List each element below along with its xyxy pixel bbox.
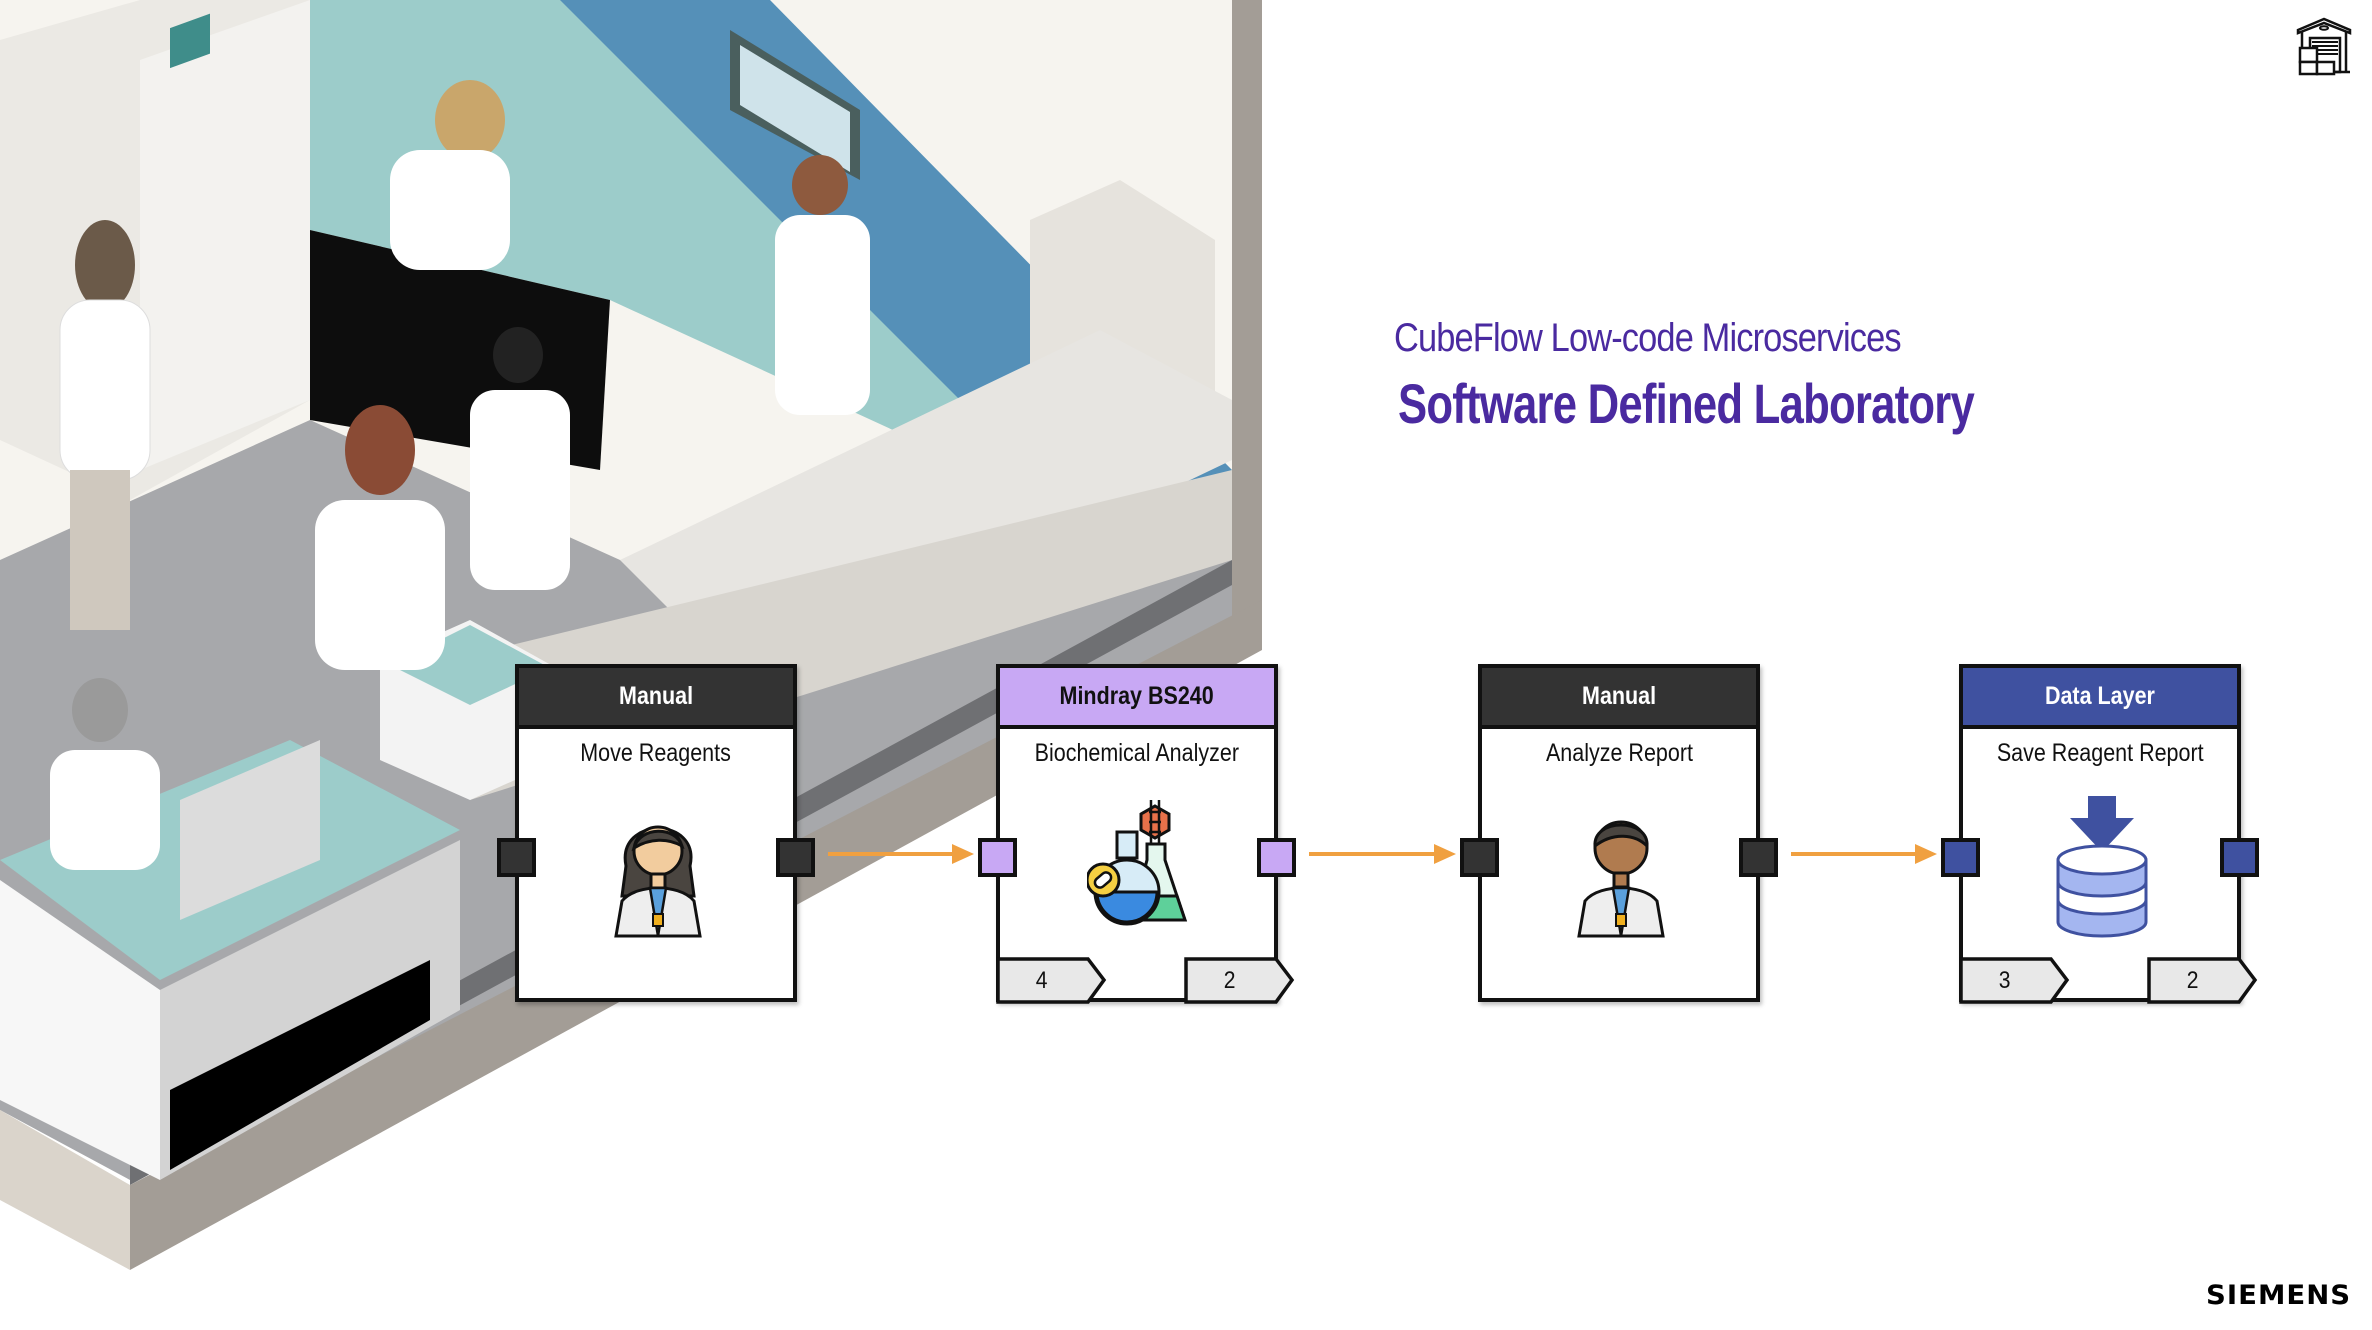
output-port[interactable] — [776, 838, 815, 877]
badge-count: 3 — [1959, 957, 2051, 1002]
title-block: CubeFlow Low-code Microservices Software… — [1394, 312, 2136, 440]
node-type-header: Manual — [519, 668, 793, 729]
flow-connector-arrow[interactable] — [1309, 842, 1456, 866]
badge-count-value: 2 — [2187, 967, 2199, 994]
node-type-header: Mindray BS240 — [1000, 668, 1274, 729]
flow-connector-arrow[interactable] — [828, 842, 974, 866]
badge-count: 2 — [2147, 957, 2239, 1002]
node-type-label: Mindray BS240 — [1059, 682, 1215, 710]
badge-count: 4 — [996, 957, 1088, 1002]
badge-shape — [996, 957, 1107, 1004]
page-title: Software Defined Laboratory — [1398, 372, 1975, 435]
front-desk-body — [0, 880, 160, 1180]
node-name-label: Save Reagent Report — [1996, 739, 2204, 767]
node-name-label: Analyze Report — [1545, 739, 1693, 767]
badge-count-value: 4 — [1036, 967, 1048, 994]
node-type-header: Manual — [1482, 668, 1756, 729]
front-desk-gap — [170, 960, 430, 1170]
node-name: Save Reagent Report — [1963, 739, 2237, 768]
desk-monitor — [180, 740, 320, 920]
scientist-notes — [315, 405, 445, 670]
badge-count-value: 3 — [1999, 967, 2011, 994]
scientist-walking — [59, 220, 151, 630]
scientist-clipboard — [775, 155, 870, 415]
badge-count: 2 — [1184, 957, 1276, 1002]
output-port[interactable] — [1739, 838, 1778, 877]
node-name-label: Move Reagents — [580, 739, 732, 767]
scientist-microscope — [390, 80, 510, 270]
male-scientist-icon — [1577, 820, 1665, 938]
scientist-testtube — [470, 327, 570, 590]
node-type-header: Data Layer — [1963, 668, 2237, 729]
flow-connector-arrow[interactable] — [1791, 842, 1937, 866]
side-wall — [1232, 0, 1262, 640]
input-count-badge: 3 — [1959, 957, 2070, 1004]
base-left — [0, 1110, 130, 1270]
output-count-badge: 2 — [2147, 957, 2258, 1004]
scientist-desk — [50, 678, 160, 870]
node-name: Analyze Report — [1482, 739, 1756, 768]
warehouse-icon[interactable] — [2292, 14, 2356, 78]
input-count-badge: 4 — [996, 957, 1107, 1004]
input-port[interactable] — [1460, 838, 1499, 877]
siemens-logo: SIEMENS — [2206, 1280, 2352, 1311]
node-name: Move Reagents — [519, 739, 793, 768]
badge-shape — [1959, 957, 2070, 1004]
node-name: Biochemical Analyzer — [1000, 739, 1274, 768]
badge-shape — [1184, 957, 1295, 1004]
badge-shape — [2147, 957, 2258, 1004]
database-save-icon — [2056, 796, 2148, 938]
output-count-badge: 2 — [1184, 957, 1295, 1004]
node-name-label: Biochemical Analyzer — [1034, 739, 1240, 767]
lab-monitor-screen — [740, 45, 850, 172]
fridge-side — [140, 0, 310, 470]
fridge-panel — [170, 13, 210, 69]
node-type-label: Manual — [1581, 682, 1657, 710]
input-port[interactable] — [978, 838, 1017, 877]
node-type-label: Manual — [618, 682, 694, 710]
badge-count-value: 2 — [1224, 967, 1236, 994]
node-type-label: Data Layer — [2045, 682, 2155, 710]
page-subtitle: CubeFlow Low-code Microservices — [1394, 316, 1902, 360]
output-port[interactable] — [2220, 838, 2259, 877]
chemistry-flask-icon — [1087, 800, 1188, 926]
female-scientist-icon — [614, 825, 702, 938]
input-port[interactable] — [497, 838, 536, 877]
output-port[interactable] — [1257, 838, 1296, 877]
input-port[interactable] — [1941, 838, 1980, 877]
